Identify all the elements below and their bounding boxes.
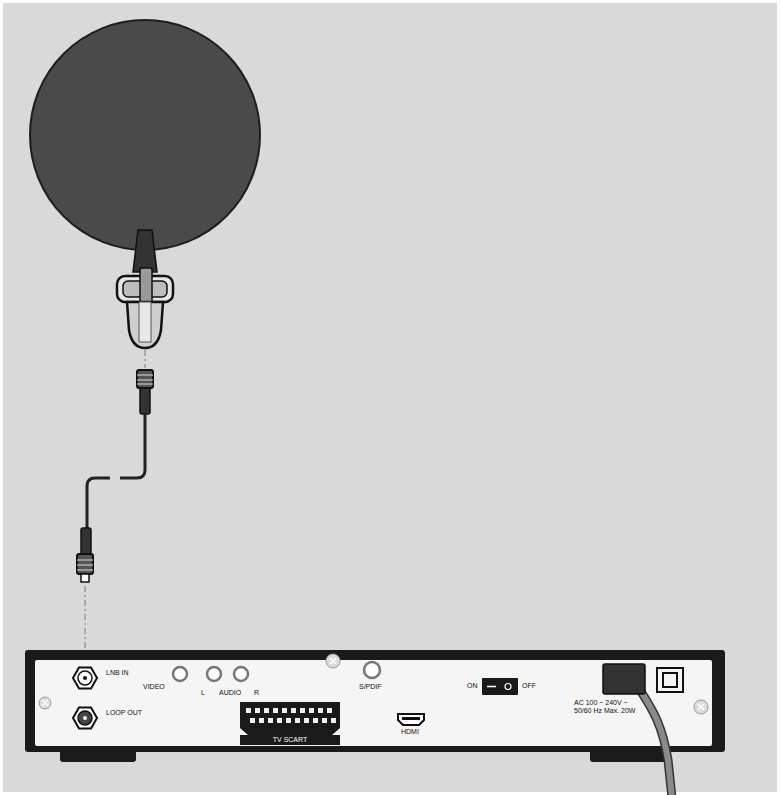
scart-pin (250, 718, 255, 723)
f-port (73, 708, 97, 729)
receiver-body (25, 650, 725, 762)
port-label: AUDIO (219, 689, 241, 697)
f-connector (77, 565, 93, 566)
power-switch (505, 684, 511, 690)
f-port (73, 668, 97, 729)
satellite-dish (133, 230, 157, 272)
port-label: S/PDIF (359, 683, 382, 691)
scart-pin (277, 718, 282, 723)
hdmi-port (402, 717, 420, 720)
alignment-line (144, 350, 145, 368)
power-switch (482, 678, 518, 695)
f-connector (137, 375, 153, 376)
scart-socket (246, 708, 336, 723)
rca-jack (234, 667, 248, 681)
receiver-body (35, 660, 712, 746)
scart-pin (295, 718, 300, 723)
f-port (83, 676, 87, 680)
f-connector (77, 570, 93, 571)
port-label: OFF (522, 682, 536, 690)
rca-jack (364, 662, 380, 678)
power-cord (640, 690, 672, 795)
f-connector (137, 370, 153, 388)
port-label: LOOP OUT (106, 709, 142, 717)
double-insulation-symbol (657, 668, 683, 692)
rca-jack (207, 667, 221, 681)
scart-pin (273, 708, 278, 713)
f-connector (77, 554, 93, 574)
f-connector (140, 388, 150, 414)
connector-name: TV SCART (273, 736, 308, 744)
scart-pin (282, 708, 287, 713)
f-connector (77, 560, 93, 561)
scart-pin (291, 708, 296, 713)
f-port (83, 716, 87, 720)
f-port (73, 668, 97, 689)
port-label: HDMI (401, 728, 419, 736)
f-connector (81, 574, 89, 582)
scart-pin (264, 708, 269, 713)
scart-pin (313, 718, 318, 723)
scart-pin (309, 708, 314, 713)
scart-pin (300, 708, 305, 713)
f-connector (137, 370, 153, 414)
scart-pin (246, 708, 251, 713)
screw (694, 700, 708, 714)
receiver-body (25, 650, 725, 752)
f-port (78, 671, 92, 685)
scart-pin (268, 718, 273, 723)
power-switch (482, 678, 518, 695)
hdmi-port (398, 714, 424, 725)
port-label: VIDEO (143, 683, 165, 691)
coax-cable (87, 478, 110, 530)
screw (42, 700, 48, 706)
coax-cable (120, 414, 145, 478)
port-label: L (201, 689, 205, 697)
f-connector (137, 380, 153, 381)
f-port (78, 711, 92, 725)
port-label: LNB IN (106, 669, 129, 677)
power-cord (603, 664, 672, 795)
lnb (139, 302, 151, 342)
satellite-dish (30, 20, 260, 250)
scart-pin (322, 718, 327, 723)
scart-pin (327, 708, 332, 713)
power-switch (487, 686, 496, 688)
screw (330, 658, 336, 664)
f-connector (137, 384, 153, 385)
scart-pin (304, 718, 309, 723)
background (3, 3, 777, 792)
screw (39, 697, 51, 709)
satellite-dish (30, 20, 260, 272)
scart-socket (240, 702, 340, 745)
rca-jack (173, 662, 380, 681)
lnb (140, 268, 152, 306)
screw (326, 654, 340, 668)
scart-pin (286, 718, 291, 723)
lnb (127, 302, 163, 348)
rca-jack (173, 667, 187, 681)
double-insulation-symbol (663, 673, 677, 687)
scart-pin (259, 718, 264, 723)
f-connector (77, 528, 93, 582)
scart-socket (240, 702, 340, 735)
screw (698, 704, 704, 710)
power-rating: AC 100 ~ 240V ~ 50/60 Hz Max. 20W (574, 699, 640, 715)
power-cord (603, 664, 645, 694)
coax-cable (87, 414, 145, 530)
f-connector (81, 528, 91, 554)
port-label: R (254, 689, 259, 697)
scart-pin (255, 708, 260, 713)
hdmi-port (398, 714, 424, 725)
lnb (117, 268, 173, 348)
power-cord (640, 690, 672, 795)
scart-pin (331, 718, 336, 723)
port-label: ON (467, 682, 478, 690)
double-insulation-symbol (657, 668, 683, 692)
scart-socket (240, 735, 340, 745)
scart-pin (318, 708, 323, 713)
